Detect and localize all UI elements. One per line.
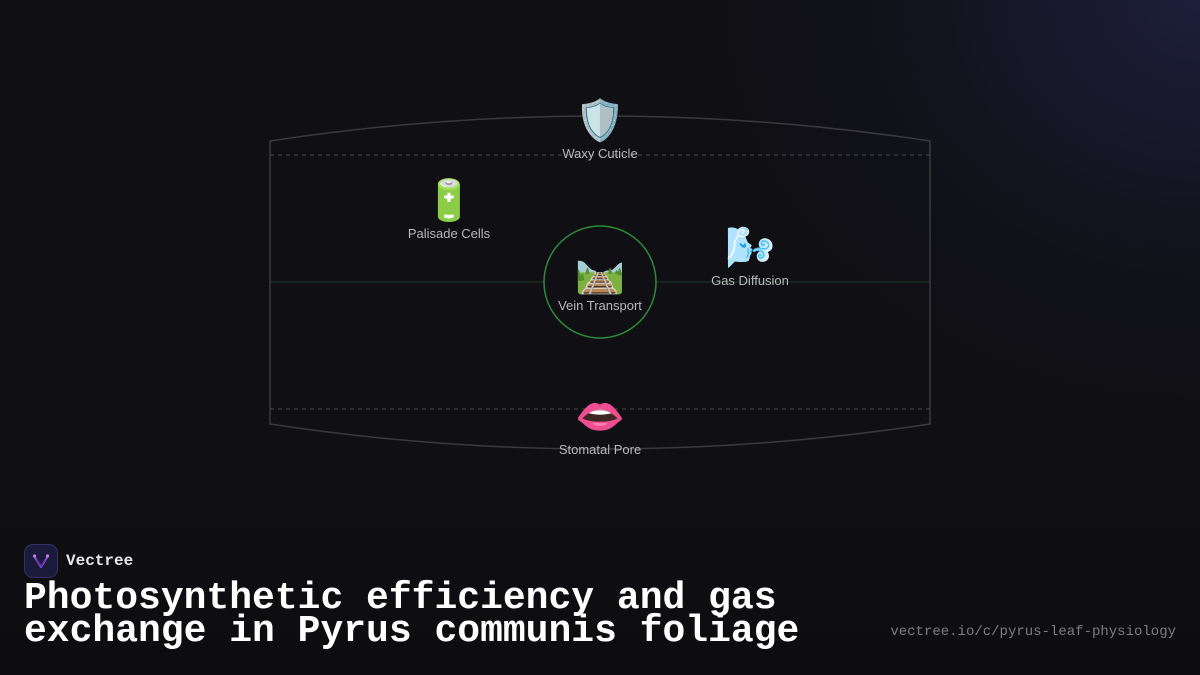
- vectree-logo: [24, 544, 58, 578]
- leaf-outline: [269, 115, 931, 450]
- node-stomatal-pore: 👄 Stomatal Pore: [500, 394, 700, 457]
- vein-circle: [543, 225, 657, 339]
- node-vein-transport: 🛤️ Vein Transport: [500, 250, 700, 313]
- brand: Vectree: [24, 544, 133, 578]
- node-label: Gas Diffusion: [711, 273, 789, 288]
- railway-track-icon: 🛤️: [575, 251, 625, 295]
- node-gas-diffusion: 🌬️ Gas Diffusion: [650, 225, 850, 288]
- page-title: Photosynthetic efficiency and gas exchan…: [24, 577, 800, 653]
- node-label: Palisade Cells: [407, 226, 491, 241]
- node-label: Waxy Cuticle: [562, 146, 638, 161]
- mouth-icon: 👄: [575, 395, 625, 439]
- node-palisade-cells: 🔋 Palisade Cells: [349, 178, 549, 241]
- vectree-logo-icon: [32, 554, 50, 568]
- node-label: Stomatal Pore: [558, 442, 642, 457]
- wind-face-icon: 🌬️: [725, 226, 775, 270]
- battery-icon: 🔋: [424, 179, 474, 223]
- source-url[interactable]: vectree.io/c/pyrus-leaf-physiology: [890, 624, 1176, 640]
- shield-icon: 🛡️: [575, 99, 625, 143]
- node-label: Vein Transport: [558, 298, 642, 313]
- node-waxy-cuticle: 🛡️ Waxy Cuticle: [500, 98, 700, 161]
- brand-name: Vectree: [66, 552, 134, 570]
